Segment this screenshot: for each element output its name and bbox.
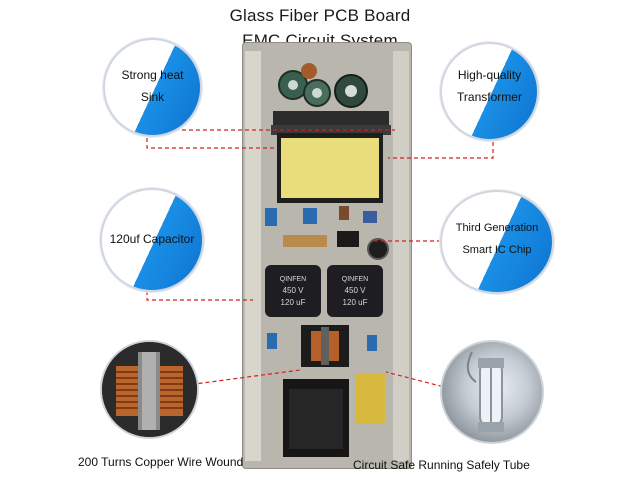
capacitor-small-2-top <box>312 88 322 98</box>
title-line-1: Glass Fiber PCB Board <box>229 6 411 25</box>
resistor-strip <box>283 235 327 247</box>
cap-label-voltage-left: 450 V <box>283 286 305 295</box>
capacitor-ic <box>367 238 389 260</box>
caption-fuse-tube: Circuit Safe Running Safely Tube <box>353 458 530 472</box>
leader-copper-coil <box>149 369 301 391</box>
resistor-1 <box>339 206 349 220</box>
callout-ic-chip-line1: Third Generation <box>455 222 539 234</box>
capacitor-small-3-top <box>345 85 357 97</box>
cap-blue-1 <box>265 208 277 226</box>
cap-label-voltage-right: 450 V <box>345 286 367 295</box>
cap-blue-4 <box>267 333 277 349</box>
cap-blue-3 <box>363 211 377 223</box>
ic-chip <box>337 231 359 247</box>
callout-ic-chip-line2: Smart IC Chip <box>462 244 532 256</box>
heat-sink-bar <box>273 111 389 125</box>
cap-label-brand-left: QINFEN <box>280 276 306 283</box>
callout-transformer-line2: Transformer <box>457 90 522 104</box>
fuse-yellow <box>355 373 385 423</box>
callout-heat-sink-line2: Sink <box>140 90 165 104</box>
fuse-tube-image <box>466 351 504 432</box>
callout-capacitor: 120uf Capacitor <box>100 188 204 292</box>
callout-heat-sink: Strong heat Sink <box>103 38 202 137</box>
callout-ic-chip: Third Generation Smart IC Chip <box>440 190 554 294</box>
cap-blue-5 <box>367 335 377 351</box>
coil-core <box>321 327 329 365</box>
big-capacitor-left <box>265 265 321 317</box>
leader-transformer <box>388 121 494 159</box>
callout-capacitor-line1: 120uf Capacitor <box>109 232 195 246</box>
copper-coil-image <box>102 342 197 437</box>
cap-blue-2 <box>303 208 317 224</box>
callout-transformer: High-quality Transformer <box>440 42 539 141</box>
capacitor-small-1-top <box>288 80 298 90</box>
board-left-rail <box>245 51 261 461</box>
fuse-tube-photo <box>440 340 544 444</box>
transformer-tape <box>281 138 379 198</box>
pcb-board: QINFEN 450 V 120 uF QINFEN 450 V 120 uF <box>243 43 411 468</box>
leader-fuse-tube <box>385 371 457 391</box>
pcb-board-drawing: QINFEN 450 V 120 uF QINFEN 450 V 120 uF <box>245 51 409 461</box>
caption-copper-coil: 200 Turns Copper Wire Wound <box>78 455 244 469</box>
socket-inner <box>289 389 343 449</box>
cap-label-capacitance-left: 120 uF <box>281 298 306 307</box>
callout-transformer-line1: High-quality <box>457 68 522 82</box>
cap-label-capacitance-right: 120 uF <box>343 298 368 307</box>
board-right-rail <box>393 51 409 461</box>
copper-coil-photo <box>100 340 199 439</box>
big-capacitor-right <box>327 265 383 317</box>
callout-heat-sink-line1: Strong heat <box>121 68 184 82</box>
inductor-small <box>301 63 317 79</box>
cap-label-brand-right: QINFEN <box>342 276 368 283</box>
